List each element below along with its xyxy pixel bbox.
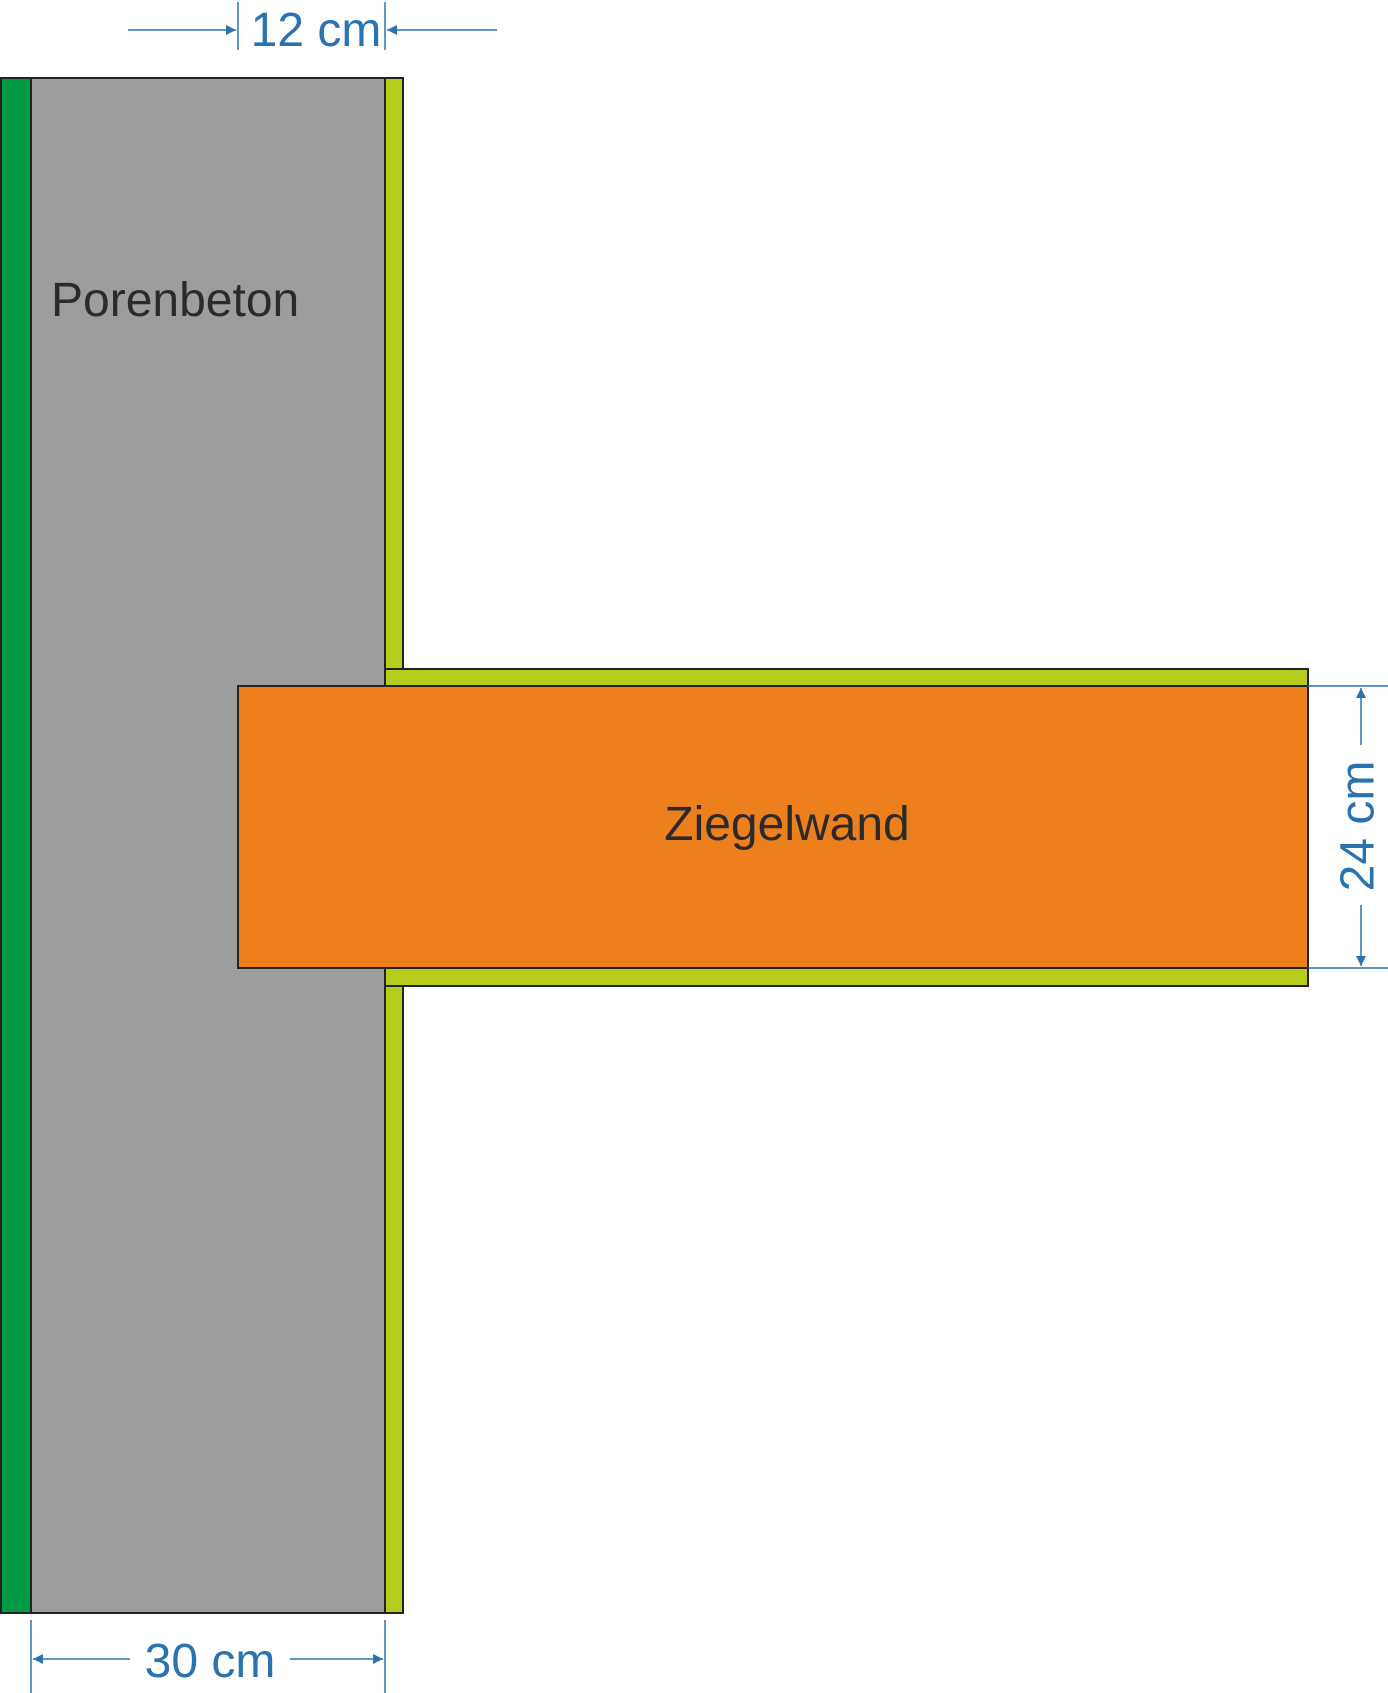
dimension-top-label: 12 cm bbox=[251, 4, 382, 57]
inner-plaster-bottom-strip bbox=[384, 967, 1309, 987]
inner-plaster-upper bbox=[384, 77, 404, 687]
dimension-bottom: 30 cm bbox=[30, 1620, 386, 1693]
porenbeton-label: Porenbeton bbox=[51, 274, 299, 327]
inner-plaster-lower bbox=[384, 967, 404, 1614]
dimension-right-label: 24 cm bbox=[1332, 761, 1385, 892]
dimension-top: 12 cm bbox=[128, 2, 497, 57]
dimension-bottom-label: 30 cm bbox=[145, 1635, 276, 1688]
ziegelwand-wall bbox=[237, 685, 1309, 969]
outer-plaster-layer bbox=[0, 77, 32, 1614]
inner-plaster-top-strip bbox=[384, 668, 1309, 687]
dimension-right: 24 cm bbox=[1308, 685, 1388, 969]
ziegelwand-label: Ziegelwand bbox=[664, 798, 909, 851]
